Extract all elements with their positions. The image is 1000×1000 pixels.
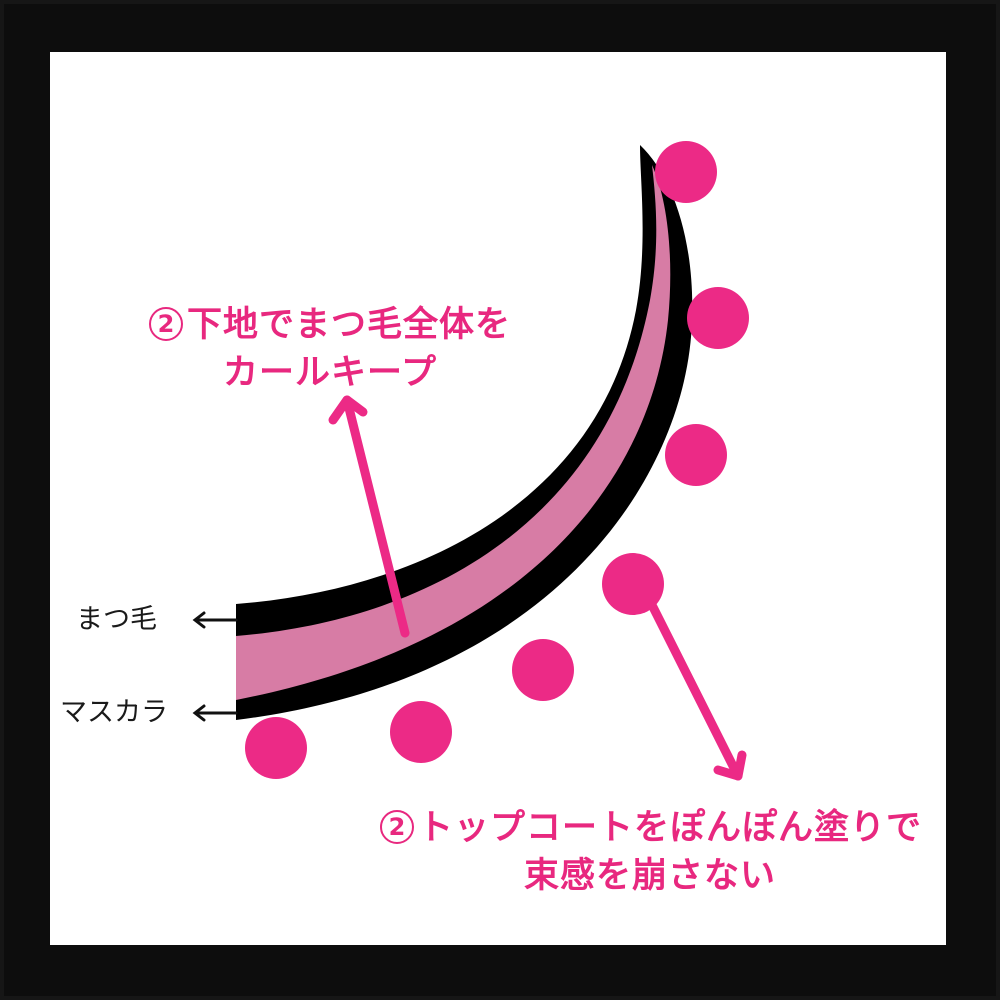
- topcoat-dot-icon: [602, 553, 664, 615]
- eyelash-body: [236, 165, 671, 700]
- eyelash-side-label: まつ毛: [76, 604, 157, 635]
- topcoat-dot-icon: [665, 424, 727, 486]
- topcoat-dot-icon: [655, 141, 717, 203]
- eyelash-diagram: [192, 141, 749, 781]
- arrow-down-right-icon: [647, 600, 747, 781]
- topcoat-dots: [245, 141, 749, 779]
- arrow-left-icon: [192, 704, 238, 722]
- step-number-badge: 2: [148, 307, 183, 341]
- mascara-side-label: マスカラ: [60, 697, 168, 728]
- topcoat-label-line2: 束感を崩さない: [523, 856, 776, 896]
- primer-label-line2: カールキープ: [223, 353, 437, 393]
- step-number-badge: 2: [380, 810, 414, 844]
- arrow-left-icon: [192, 611, 238, 629]
- topcoat-dot-icon: [245, 717, 307, 779]
- arrow-up-icon: [328, 395, 410, 638]
- topcoat-dot-icon: [390, 701, 452, 763]
- topcoat-dot-icon: [512, 639, 574, 701]
- topcoat-dot-icon: [687, 287, 749, 349]
